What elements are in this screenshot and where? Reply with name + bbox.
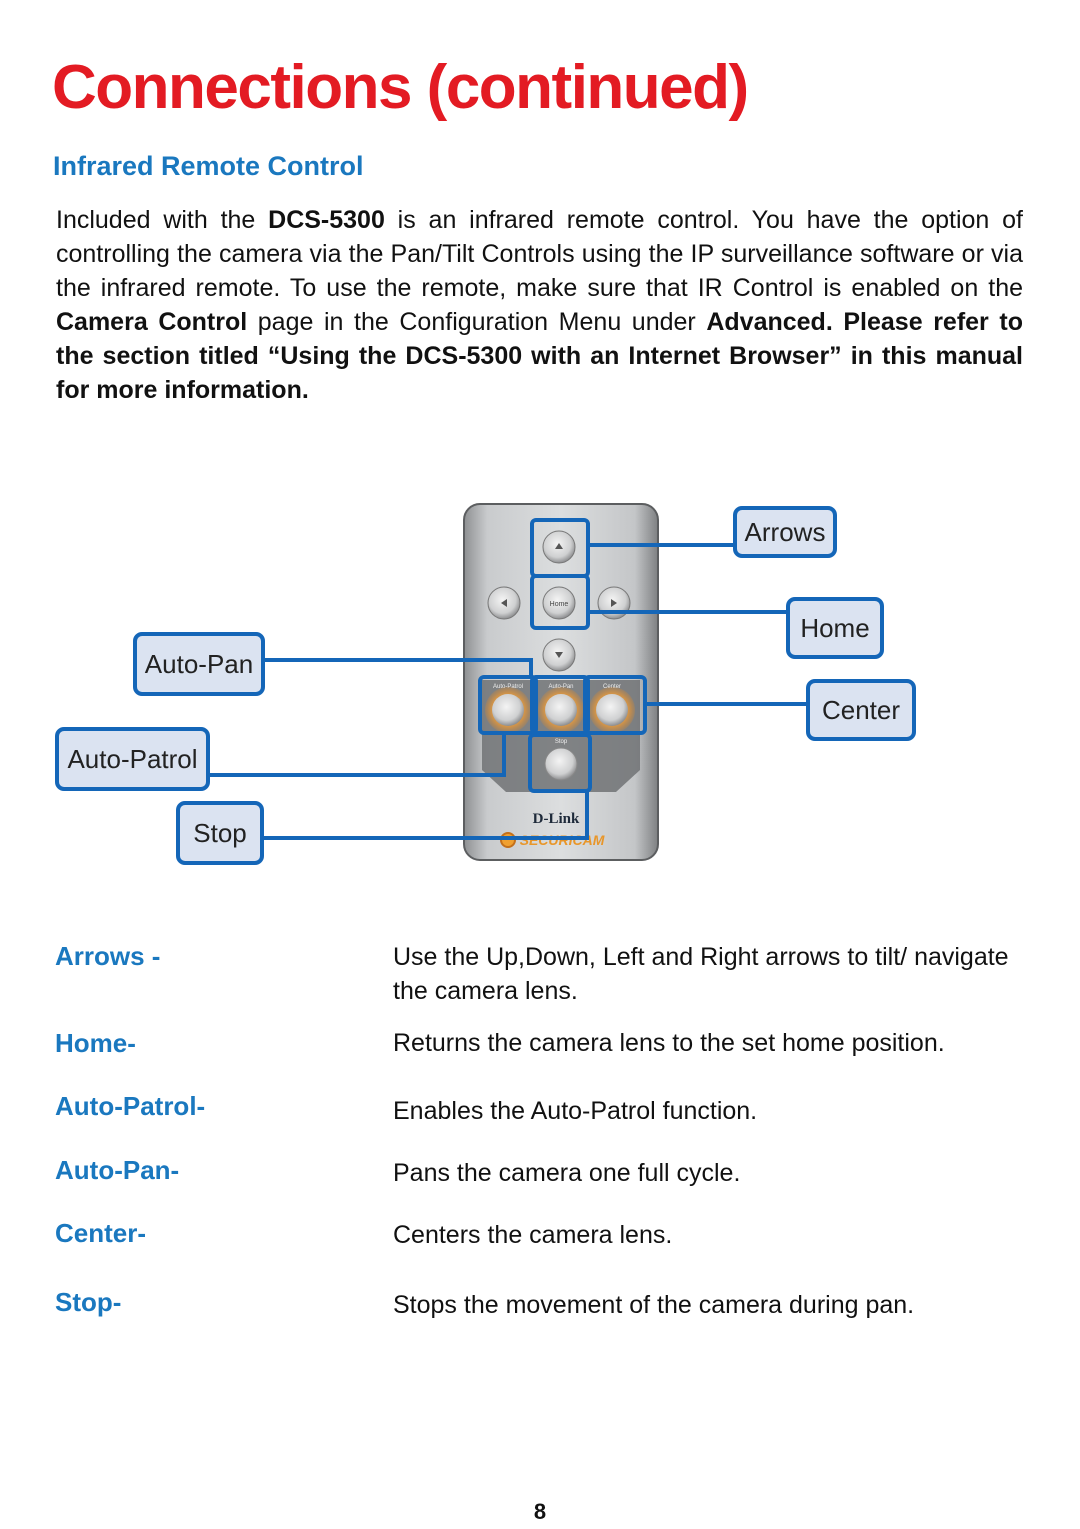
term-center: Center- [55,1218,147,1248]
intro-page-name: Camera Control [56,308,248,336]
desc-home: Returns the camera lens to the set home … [393,1029,945,1057]
callout-arrows: Arrows [733,506,837,558]
section-heading: Infrared Remote Control [53,151,364,181]
callout-home: Home [786,597,884,659]
term-home: Home- [55,1028,136,1058]
left-arrow-icon [501,599,507,607]
term-auto-patrol: Auto-Patrol- [55,1091,206,1121]
callout-auto-patrol: Auto-Patrol [55,727,210,791]
right-arrow-icon [611,599,617,607]
term-auto-pan: Auto-Pan- [55,1155,180,1185]
desc-stop: Stops the movement of the camera during … [393,1291,915,1319]
brand-logo: D-Link [533,811,580,827]
stop-button-label: Stop [555,739,568,745]
intro-text: page in the Configuration Menu under [247,308,707,336]
intro-paragraph: Included with the DCS-5300 is an infrare… [56,203,1023,407]
desc-center: Centers the camera lens. [393,1221,673,1249]
remote-illustration: Home Auto-Patrol Auto-Pan Center Stop D-… [208,503,808,861]
intro-text: Included with the [56,206,269,234]
intro-reference: Advanced. Please refer to the section ti… [56,308,1023,404]
desc-arrows: Use the Up,Down, Left and Right arrows t… [393,943,1009,1005]
center-button[interactable] [596,694,628,726]
auto-pan-button[interactable] [545,694,577,726]
term-stop: Stop- [55,1287,122,1317]
term-arrows: Arrows - [55,941,161,971]
home-button-label: Home [550,601,569,608]
intro-model-name: DCS-5300 [268,206,385,234]
up-arrow-icon [555,543,563,549]
desc-auto-pan: Pans the camera one full cycle. [393,1159,741,1187]
intro-text: is an infrared remote control. You have … [56,206,1023,302]
down-arrow-icon [555,652,563,658]
page-number: 8 [533,1499,547,1524]
callout-stop: Stop [176,801,264,865]
highlight-boxes [478,518,647,793]
callout-center: Center [806,679,916,741]
auto-patrol-button[interactable] [492,694,524,726]
desc-auto-patrol: Enables the Auto-Patrol function. [393,1097,758,1125]
home-button[interactable] [542,586,576,620]
callout-lines [208,543,808,840]
remote-diagram: Home Auto-Patrol Auto-Pan Center Stop D-… [0,490,1080,890]
callout-auto-pan: Auto-Pan [133,632,265,696]
stop-button[interactable] [544,747,578,781]
page-title: Connections (continued) [52,53,749,122]
